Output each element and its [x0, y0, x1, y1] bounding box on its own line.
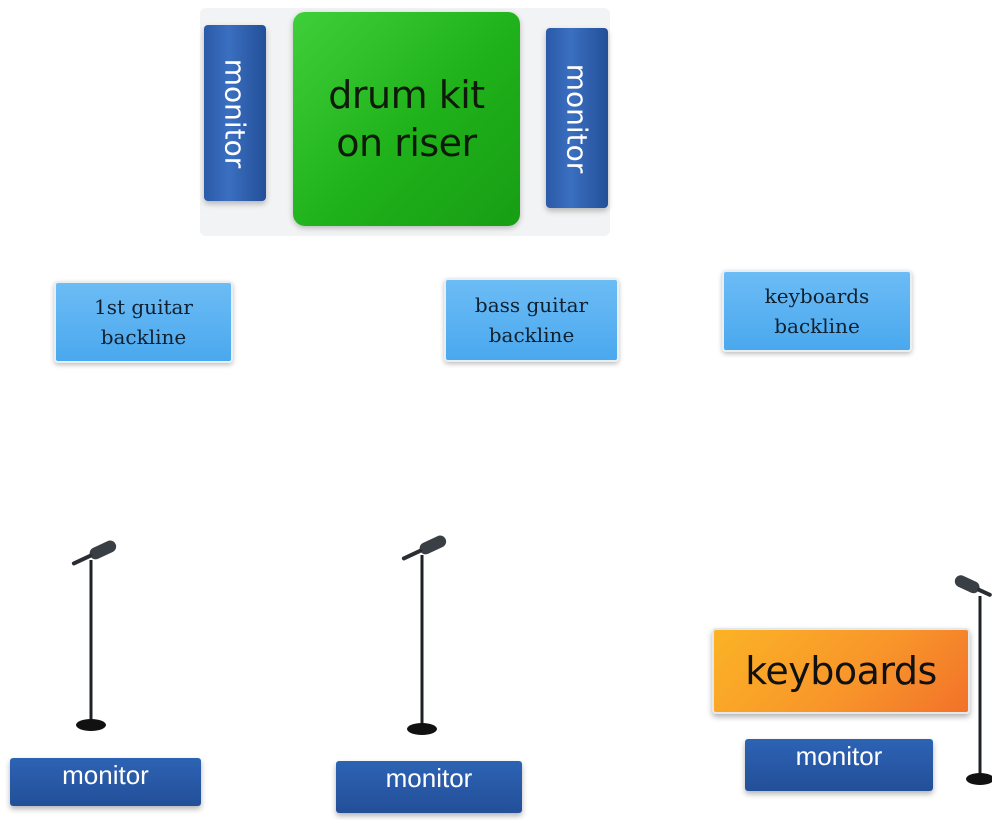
mic-stand-icon: [71, 540, 117, 731]
keyboards: keyboards: [712, 628, 970, 714]
riser-monitor-right: monitor: [546, 28, 608, 208]
riser-monitor-left: monitor: [204, 25, 266, 201]
drum-kit: drum kit on riser: [293, 12, 520, 226]
bass-guitar-backline: bass guitar backline: [444, 278, 619, 362]
mic-stand-icon: [401, 535, 447, 735]
floor-monitor-1-label: monitor: [62, 760, 149, 790]
mic-stand-icon: [954, 575, 992, 785]
floor-monitor-3-label: monitor: [795, 741, 883, 771]
floor-monitor-2: monitor: [336, 761, 522, 813]
first-guitar-backline-label: 1st guitar backline: [94, 295, 193, 349]
keyboards-label: keyboards: [745, 649, 937, 693]
bass-guitar-backline-label: bass guitar backline: [474, 293, 589, 347]
first-guitar-backline: 1st guitar backline: [54, 281, 233, 363]
drum-kit-label: drum kit on riser: [328, 73, 485, 165]
keyboards-backline: keyboards backline: [722, 270, 912, 352]
keyboards-backline-label: keyboards backline: [764, 284, 870, 338]
floor-monitor-1: monitor: [10, 758, 201, 806]
riser-monitor-left-label: monitor: [218, 58, 252, 168]
riser-monitor-right-label: monitor: [560, 63, 594, 173]
floor-monitor-3: monitor: [745, 739, 933, 791]
floor-monitor-2-label: monitor: [385, 763, 473, 793]
